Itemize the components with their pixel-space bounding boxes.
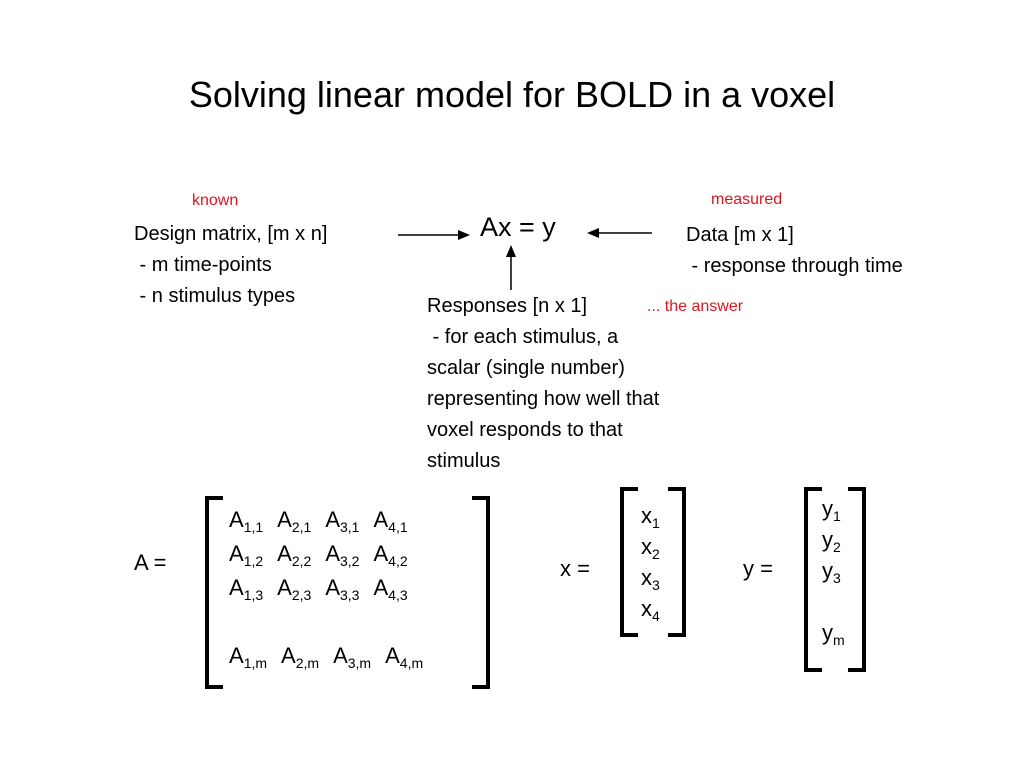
matrix-a-cell: A3,m (333, 643, 372, 671)
vector-y-body: y1 y2 y3 ym (822, 493, 845, 648)
arrow-right-head (458, 230, 470, 240)
matrix-a-row: A1,2 A2,2 A3,2 A4,2 (229, 537, 437, 571)
matrix-a-cell: A3,1 (325, 507, 360, 535)
arrow-left-head (587, 228, 599, 238)
answer-label: ... the answer (647, 298, 744, 315)
vector-y-entry: y1 (822, 496, 841, 524)
matrix-a-cell: A3,3 (325, 575, 360, 603)
matrix-a-row: A1,1 A2,1 A3,1 A4,1 (229, 503, 437, 537)
arrow-up-head (506, 245, 516, 257)
matrix-a-left-bracket (205, 496, 223, 689)
vector-x-entry: x2 (641, 534, 660, 562)
responses-text: Responses [n x 1] - for each stimulus, a… (427, 291, 659, 477)
design-matrix-text: Design matrix, [m x n] - m time-points -… (134, 219, 327, 312)
matrix-a-cell: A1,1 (229, 507, 264, 535)
data-line: Data [m x 1] (686, 224, 794, 246)
vector-y-label: y = (743, 556, 773, 581)
data-line: - response through time (686, 255, 903, 277)
vector-y-entry: y3 (822, 558, 841, 586)
design-line: - m time-points (134, 254, 272, 276)
matrix-a-cell: A4,m (385, 643, 424, 671)
responses-line: Responses [n x 1] (427, 295, 588, 317)
known-label: known (192, 192, 239, 209)
slide-title: Solving linear model for BOLD in a voxel (188, 74, 836, 115)
vector-y-left-bracket (804, 487, 822, 672)
vector-x-left-bracket (620, 487, 638, 637)
design-line: - n stimulus types (134, 285, 296, 307)
matrix-a-cell: A4,2 (373, 541, 408, 569)
vector-x-label: x = (560, 556, 590, 581)
matrix-a-row: A1,m A2,m A3,m A4,m (229, 639, 437, 673)
matrix-a-cell: A2,m (281, 643, 320, 671)
vector-y-entry: ym (822, 620, 845, 648)
measured-label: measured (711, 191, 783, 208)
data-text: Data [m x 1] - response through time (686, 220, 903, 282)
responses-line: stimulus (427, 450, 501, 472)
vector-x-entry: x3 (641, 565, 660, 593)
vector-x-body: x1 x2 x3 x4 (641, 500, 660, 624)
vector-y-right-bracket (848, 487, 866, 672)
matrix-a-cell: A4,1 (373, 507, 408, 535)
responses-line: - for each stimulus, a (427, 326, 619, 348)
matrix-a-cell: A1,m (229, 643, 268, 671)
matrix-a-cell: A2,2 (277, 541, 312, 569)
matrix-a-right-bracket (472, 496, 490, 689)
matrix-a-cell: A2,1 (277, 507, 312, 535)
matrix-a-cell: A4,3 (373, 575, 408, 603)
matrix-a-cell: A2,3 (277, 575, 312, 603)
equation: Ax = y (480, 212, 556, 242)
responses-line: voxel responds to that (427, 419, 623, 441)
matrix-a-cell: A1,3 (229, 575, 264, 603)
vector-y-entry: y2 (822, 527, 841, 555)
matrix-a-label: A = (134, 550, 167, 575)
vector-x-entry: x1 (641, 503, 660, 531)
vector-x-entry: x4 (641, 596, 660, 624)
responses-line: scalar (single number) (427, 357, 625, 379)
matrix-a-row: A1,3 A2,3 A3,3 A4,3 (229, 571, 437, 605)
design-line: Design matrix, [m x n] (134, 223, 328, 245)
matrix-a-cell: A1,2 (229, 541, 264, 569)
vector-x-right-bracket (668, 487, 686, 637)
responses-line: representing how well that (427, 388, 660, 410)
matrix-a-cell: A3,2 (325, 541, 360, 569)
